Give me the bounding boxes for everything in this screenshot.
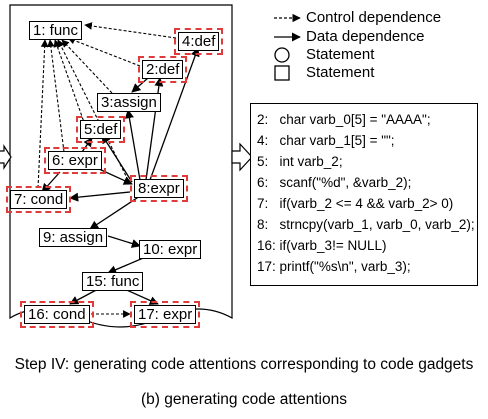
edge-6-7 xyxy=(41,171,61,193)
node-4-def: 4:def xyxy=(173,28,224,55)
code-line-5: 5: int varb_2; xyxy=(257,154,343,169)
code-line-16: 16: if(varb_3!= NULL) xyxy=(257,238,387,253)
node-16-cond: 16: cond xyxy=(20,301,94,328)
edge-8-5 xyxy=(101,134,133,183)
node-2-def: 2:def xyxy=(137,56,188,83)
edge-9-10 xyxy=(107,235,141,248)
node-3-assign: 3:assign xyxy=(97,93,161,112)
code-gadget-panel: 2: char varb_0[5] = "AAAA"; 4: char varb… xyxy=(250,103,478,286)
edge-8-3 xyxy=(124,109,141,181)
edge-5-1 xyxy=(53,39,86,126)
code-line-7: 7: if(varb_2 <= 4 && varb_2> 0) xyxy=(257,196,454,211)
code-line-2: 2: char varb_0[5] = "AAAA"; xyxy=(257,112,431,127)
legend-square-label: Statement xyxy=(306,64,375,81)
node-9-assign: 9: assign xyxy=(39,228,108,247)
transition-arrow xyxy=(231,142,253,172)
edge-8-7 xyxy=(69,191,131,202)
node-7-cond: 7: cond xyxy=(5,186,72,213)
edge-8-4 xyxy=(149,47,200,181)
node-8-expr: 8:expr xyxy=(130,175,188,202)
legend-square-shape xyxy=(274,65,290,81)
edge-6-5 xyxy=(81,137,93,153)
edge-3-1 xyxy=(61,39,113,94)
legend-circle-label: Statement xyxy=(306,46,375,63)
edge-6-1 xyxy=(47,39,65,153)
figure-subcaption: (b) generating code attentions xyxy=(141,391,347,408)
code-line-4: 4: char varb_1[5] = ""; xyxy=(257,133,395,148)
code-line-8: 8: strncpy(varb_1, varb_0, varb_2); xyxy=(257,217,475,232)
code-line-6: 6: scanf("%d", &varb_2); xyxy=(257,175,412,190)
code-line-17: 17: printf("%s\n", varb_3); xyxy=(257,259,411,274)
edge-4-1 xyxy=(84,22,177,39)
edge-2-1 xyxy=(67,36,141,67)
incoming-arrow-stub xyxy=(0,143,12,171)
step-caption: Step IV: generating code attentions corr… xyxy=(14,356,474,373)
node-15-func: 15: func xyxy=(82,272,144,291)
edge-2-3 xyxy=(131,77,149,93)
node-10-expr: 10: expr xyxy=(139,240,202,259)
node-1-func: 1: func xyxy=(29,21,83,40)
legend-circle-shape xyxy=(274,47,290,63)
legend-data-label: Data dependence xyxy=(306,28,425,45)
node-17-expr: 17: expr xyxy=(129,301,201,328)
node-5-def: 5:def xyxy=(75,116,126,143)
node-6-expr: 6: expr xyxy=(44,147,106,174)
legend-control-label: Control dependence xyxy=(306,9,442,26)
edge-8-9 xyxy=(89,195,141,230)
